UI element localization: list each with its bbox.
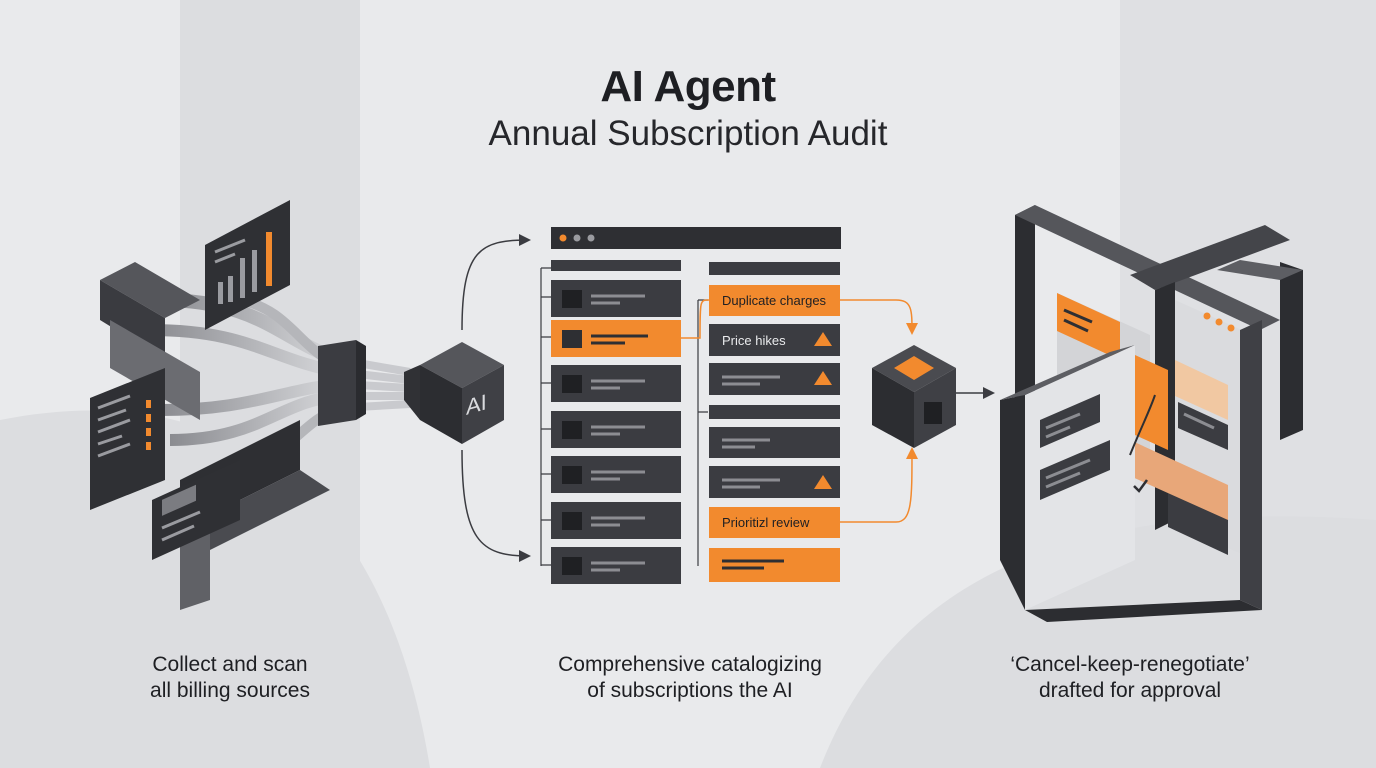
caption-catalog-line1: Comprehensive catalogizing: [558, 653, 822, 676]
subscription-list: [551, 280, 681, 584]
check-icon: [1133, 479, 1149, 493]
branch-connectors: [461, 234, 708, 566]
caption-draft-line1: ‘Cancel-keep-renegotiate’: [1010, 653, 1250, 676]
tag-price-hikes: Price hikes: [722, 333, 786, 348]
caption-draft-line2: drafted for approval: [1038, 679, 1222, 702]
diagram-title: AI Agent: [600, 62, 776, 111]
diagram-subtitle: Annual Subscription Audit: [488, 114, 888, 153]
orange-connectors: [681, 299, 918, 523]
window-titlebar: [551, 227, 841, 249]
tag-duplicate-bg: [709, 285, 840, 316]
document-card-left: [90, 368, 165, 510]
tag-prioritize-bg: [709, 507, 840, 538]
caption-collect: Collect and scan all billing sources: [100, 652, 360, 704]
caption-collect-line2: all billing sources: [150, 679, 310, 702]
billing-sources-illustration: [90, 200, 411, 610]
caption-catalog-line2: of subscriptions the AI: [587, 679, 793, 702]
warning-triangle-icon: [814, 371, 832, 385]
caption-draft: ‘Cancel-keep-renegotiate’ drafted for ap…: [960, 652, 1300, 704]
flag-list: [709, 285, 840, 582]
ai-cube: [404, 342, 504, 444]
document-card-top: [205, 200, 290, 330]
decision-cube: [872, 345, 995, 448]
caption-collect-line1: Collect and scan: [152, 653, 308, 676]
tag-duplicate-charges: Duplicate charges: [722, 293, 827, 308]
caption-catalog: Comprehensive catalogizing of subscripti…: [520, 652, 860, 704]
warning-triangle-icon: [814, 332, 832, 346]
document-card-bottom: [152, 460, 240, 560]
catalog-window: [551, 227, 918, 584]
warning-triangle-icon: [814, 475, 832, 489]
tag-prioritize-review: Prioritizl review: [722, 515, 810, 530]
approval-frames: [1000, 205, 1303, 622]
